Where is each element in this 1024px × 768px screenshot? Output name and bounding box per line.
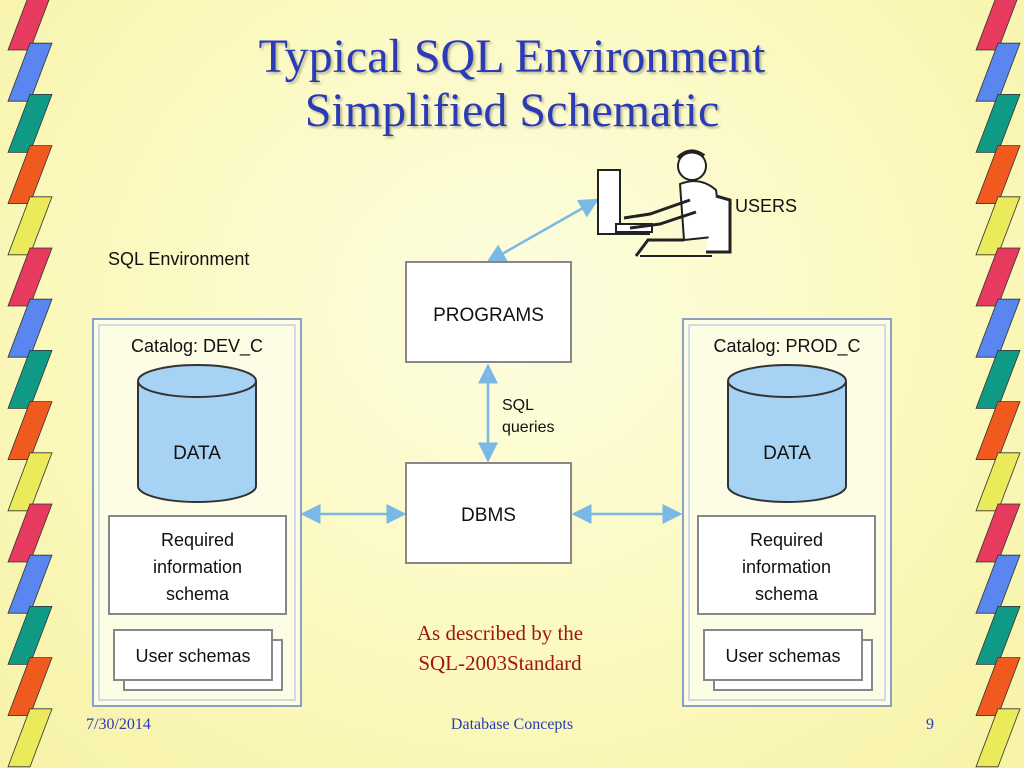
database-cylinder-icon <box>727 364 847 503</box>
schema-line-1-right: Required <box>750 530 823 550</box>
dbms-label: DBMS <box>461 505 516 526</box>
left-border-tile <box>7 708 53 768</box>
left-border-tile <box>7 0 50 51</box>
data-label-left: DATA <box>173 443 221 464</box>
catalog-left-label: Catalog: DEV_C <box>131 336 263 357</box>
catalog-dev-c: Catalog: DEV_C DATA Required information… <box>92 318 302 707</box>
right-border-tile <box>975 94 1021 153</box>
left-border-tile <box>7 657 53 716</box>
left-border-tile <box>7 401 53 461</box>
required-schema-box-left <box>108 515 287 615</box>
required-schema-box-right <box>697 515 876 615</box>
right-border-tile <box>975 349 1021 409</box>
note-line-2: SQL-2003Standard <box>418 651 582 675</box>
note-line-1: As described by the <box>416 621 584 645</box>
left-border-shapes <box>7 0 53 768</box>
sql-label: SQL <box>502 397 534 414</box>
left-border-tile <box>7 94 53 153</box>
title-line-2: Simplified Schematic <box>304 84 720 137</box>
right-border-decoration <box>968 0 1024 768</box>
programs-users-arrow <box>485 198 600 264</box>
right-border-tile <box>975 42 1021 102</box>
user-schemas-box-left <box>113 629 273 681</box>
schema-line-2-left: information <box>153 557 242 577</box>
footer-date: 7/30/2014 <box>86 716 151 733</box>
left-border-tile <box>7 42 53 102</box>
user-at-computer-icon <box>597 149 732 257</box>
right-border-tile <box>975 657 1021 716</box>
left-border-tile <box>7 606 53 665</box>
right-border-shapes <box>975 0 1021 768</box>
user-schemas-box-right <box>703 629 863 681</box>
left-border-tile <box>7 349 53 409</box>
catalog-prod-c: Catalog: PROD_C DATA Required informatio… <box>682 318 892 707</box>
schema-line-2-right: information <box>742 557 831 577</box>
footer-page-number: 9 <box>926 716 934 733</box>
right-border-tile <box>975 401 1021 461</box>
right-border-tile <box>975 503 1021 563</box>
right-border-tile <box>975 452 1021 512</box>
users-label: USERS <box>735 196 797 216</box>
catalog-right-label: Catalog: PROD_C <box>713 336 860 357</box>
footer-title: Database Concepts <box>450 716 574 733</box>
programs-box <box>405 261 572 363</box>
database-cylinder-icon <box>137 364 257 503</box>
right-border-tile <box>975 606 1021 665</box>
sql-environment-label: SQL Environment <box>108 249 249 269</box>
left-border-tile <box>7 554 53 614</box>
left-border-tile <box>7 196 53 256</box>
standard-note: As described by the SQL-2003Standard <box>380 618 620 678</box>
left-border-tile <box>7 503 53 563</box>
right-border-tile <box>975 554 1021 614</box>
left-border-tile <box>7 452 53 512</box>
right-border-tile <box>975 708 1021 768</box>
right-border-tile <box>975 145 1021 205</box>
left-border-tile <box>7 145 53 205</box>
programs-label: PROGRAMS <box>433 305 544 326</box>
slide-title: Typical SQL Environment Simplified Schem… <box>120 30 904 138</box>
schema-line-1-left: Required <box>161 530 234 550</box>
right-border-tile <box>975 0 1018 51</box>
left-border-tile <box>7 247 53 307</box>
right-border-tile <box>975 298 1021 358</box>
user-schemas-label-right: User schemas <box>725 646 840 666</box>
dbms-box <box>405 462 572 564</box>
title-line-1: Typical SQL Environment <box>258 30 766 83</box>
schema-line-3-right: schema <box>755 584 819 604</box>
queries-label: queries <box>502 419 554 436</box>
data-label-right: DATA <box>763 443 811 464</box>
left-border-tile <box>7 298 53 358</box>
schema-line-3-left: schema <box>166 584 230 604</box>
user-schemas-label-left: User schemas <box>135 646 250 666</box>
right-border-tile <box>975 247 1021 307</box>
right-border-tile <box>975 196 1021 256</box>
left-border-decoration <box>0 0 56 768</box>
